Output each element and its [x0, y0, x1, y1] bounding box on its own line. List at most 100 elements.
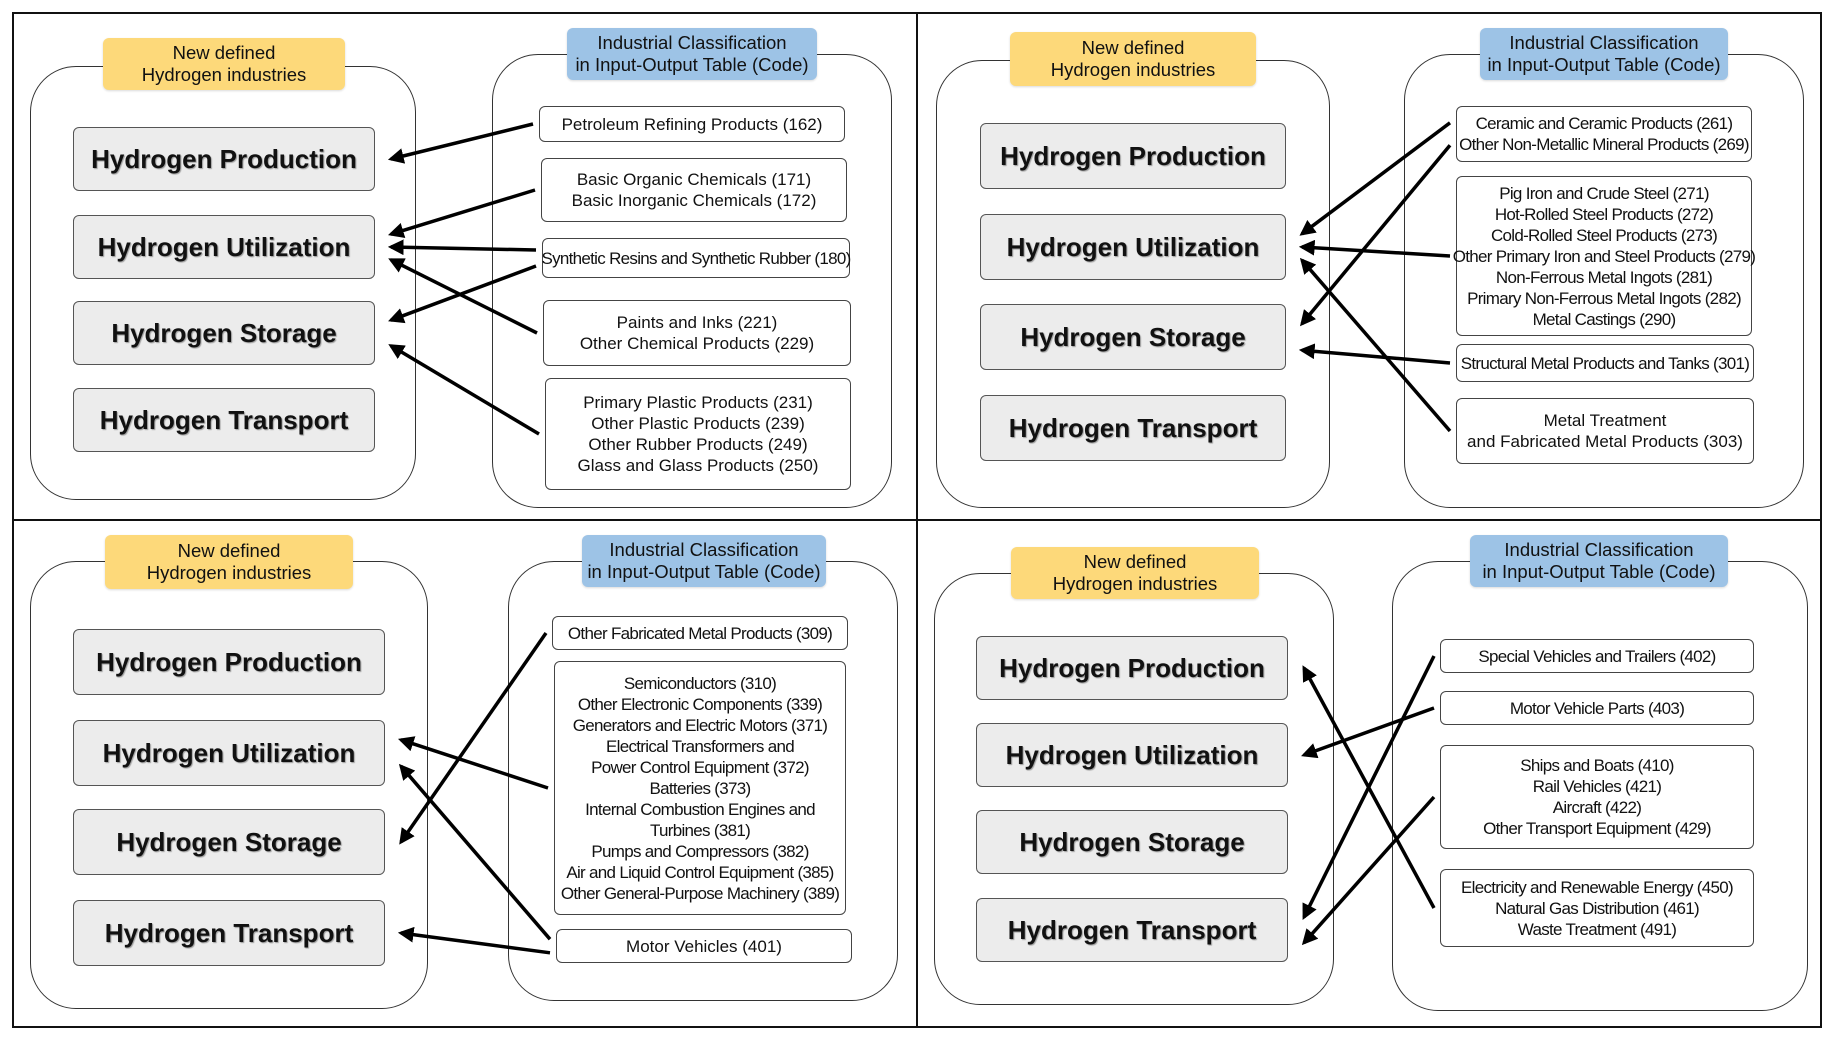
connector-arrow: [398, 736, 549, 790]
hydrogen-production: Hydrogen Production: [980, 123, 1286, 189]
industry-box: Electricity and Renewable Energy (450) N…: [1440, 869, 1754, 947]
title-line: New defined: [1083, 551, 1187, 572]
industry-group-title: Industrial Classification in Input-Outpu…: [1480, 28, 1728, 80]
hydrogen-storage: Hydrogen Storage: [980, 304, 1286, 370]
industry-line: Aircraft (422): [1552, 798, 1642, 817]
industry-line: Internal Combustion Engines and: [585, 799, 815, 819]
industry-box: Primary Plastic Products (231) Other Pla…: [545, 378, 851, 490]
industry-box: Semiconductors (310) Other Electronic Co…: [554, 661, 846, 915]
hydrogen-utilization: Hydrogen Utilization: [980, 214, 1286, 280]
industry-line: Pumps and Compressors (382): [591, 841, 809, 861]
industry-line: Other Fabricated Metal Products (309): [567, 623, 833, 643]
connector-arrow: [388, 264, 537, 324]
industry-line: Other Primary Iron and Steel Products (2…: [1452, 246, 1756, 266]
industry-line: Waste Treatment (491): [1517, 919, 1677, 939]
hydrogen-utilization: Hydrogen Utilization: [976, 723, 1288, 787]
connector-arrow: [387, 122, 534, 164]
industry-box: Paints and Inks (221) Other Chemical Pro…: [543, 300, 851, 366]
industry-line: Primary Non-Ferrous Metal Ingots (282): [1467, 288, 1742, 308]
connector-arrow: [1301, 795, 1436, 946]
industry-line: Generators and Electric Motors (371): [572, 715, 828, 735]
industry-line: Other General-Purpose Machinery (389): [560, 883, 840, 903]
connector-arrow: [387, 188, 536, 239]
industry-line: Basic Organic Chemicals (171): [576, 170, 812, 189]
industry-line: Power Control Equipment (372): [591, 757, 810, 777]
industry-line: Paints and Inks (221): [616, 313, 778, 332]
industry-line: Primary Plastic Products (231): [583, 393, 813, 412]
title-line: in Input-Output Table (Code): [587, 561, 821, 582]
industry-line: Other Plastic Products (239): [591, 414, 805, 433]
industry-line: Hot-Rolled Steel Products (272): [1494, 204, 1714, 224]
industry-line: Turbines (381): [649, 820, 751, 840]
connector-arrow: [387, 239, 537, 256]
connector-arrows: [387, 122, 540, 436]
industry-box: Motor Vehicles (401): [556, 929, 852, 963]
hydrogen-production: Hydrogen Production: [73, 127, 375, 191]
title-line: New defined: [172, 42, 276, 63]
industry-group-title: Industrial Classification in Input-Outpu…: [1470, 535, 1728, 587]
industry-line: Other Non-Metallic Mineral Products (269…: [1459, 135, 1749, 154]
connector-arrow: [397, 926, 551, 955]
connector-arrow: [1301, 706, 1435, 759]
industry-line: Motor Vehicle Parts (403): [1509, 698, 1685, 718]
title-line: New defined: [1081, 37, 1185, 58]
industry-line: Rail Vehicles (421): [1532, 777, 1662, 796]
industry-box: Special Vehicles and Trailers (402): [1440, 639, 1754, 673]
title-line: Hydrogen industries: [1052, 573, 1218, 594]
panel-3: New defined Hydrogen industries Industri…: [918, 521, 1821, 1027]
industry-line: Electricity and Renewable Energy (450): [1461, 877, 1734, 897]
connector-arrow: [1299, 121, 1452, 236]
title-line: in Input-Output Table (Code): [1487, 54, 1721, 75]
industry-box: Ceramic and Ceramic Products (261) Other…: [1456, 106, 1752, 162]
industry-line: Synthetic Resins and Synthetic Rubber (1…: [541, 248, 851, 268]
hydrogen-storage: Hydrogen Storage: [73, 809, 385, 875]
connector-arrows: [1301, 655, 1436, 946]
industry-line: Air and Liquid Control Equipment (385): [566, 862, 834, 882]
title-line: New defined: [177, 540, 281, 561]
industry-box: Motor Vehicle Parts (403): [1440, 691, 1754, 725]
industry-line: Batteries (373): [649, 778, 752, 798]
panel-0: New defined Hydrogen industries Industri…: [14, 14, 917, 520]
connector-arrow: [1298, 343, 1451, 365]
industry-group-title: Industrial Classification in Input-Outpu…: [582, 535, 826, 587]
industry-line: Structural Metal Products and Tanks (301…: [1460, 353, 1750, 373]
hydrogen-transport: Hydrogen Transport: [976, 898, 1288, 962]
industry-line: Natural Gas Distribution (461): [1495, 898, 1700, 918]
title-line: Industrial Classification: [597, 32, 787, 53]
industry-box: Petroleum Refining Products (162): [539, 106, 845, 142]
title-line: in Input-Output Table (Code): [1482, 561, 1716, 582]
hydrogen-transport: Hydrogen Transport: [73, 900, 385, 966]
title-line: Industrial Classification: [1509, 32, 1699, 53]
connector-arrow: [1299, 257, 1452, 433]
divider-horizontal: [12, 519, 1822, 521]
industry-box: Basic Organic Chemicals (171) Basic Inor…: [541, 158, 847, 222]
industry-line: Metal Treatment: [1543, 411, 1667, 430]
hydrogen-transport: Hydrogen Transport: [73, 388, 375, 452]
hydrogen-utilization: Hydrogen Utilization: [73, 215, 375, 279]
industry-line: Basic Inorganic Chemicals (172): [571, 191, 817, 210]
hydrogen-transport: Hydrogen Transport: [980, 395, 1286, 461]
hydrogen-production: Hydrogen Production: [73, 629, 385, 695]
connector-arrows: [397, 632, 552, 955]
industry-line: Special Vehicles and Trailers (402): [1478, 646, 1716, 666]
industry-box: Other Fabricated Metal Products (309): [552, 616, 848, 650]
connector-arrow: [1298, 239, 1451, 258]
industry-line: Glass and Glass Products (250): [577, 456, 819, 475]
title-line: Industrial Classification: [1504, 539, 1694, 560]
industry-line: and Fabricated Metal Products (303): [1467, 432, 1743, 451]
industry-line: Other Transport Equipment (429): [1483, 819, 1711, 838]
industry-box: Ships and Boats (410) Rail Vehicles (421…: [1440, 745, 1754, 849]
industry-line: Ships and Boats (410): [1520, 756, 1674, 775]
industry-line: Pig Iron and Crude Steel (271): [1499, 183, 1709, 203]
connector-arrow: [388, 258, 538, 335]
hydrogen-utilization: Hydrogen Utilization: [73, 720, 385, 786]
hydrogen-production: Hydrogen Production: [976, 636, 1288, 700]
hydrogen-group-title: New defined Hydrogen industries: [1010, 32, 1256, 86]
industry-line: Motor Vehicles (401): [626, 936, 782, 956]
title-line: Hydrogen industries: [146, 562, 312, 583]
connector-arrows: [1298, 121, 1452, 433]
industry-group-title: Industrial Classification in Input-Outpu…: [567, 28, 817, 80]
industry-box: Pig Iron and Crude Steel (271) Hot-Rolle…: [1453, 176, 1756, 336]
panel-1: New defined Hydrogen industries Industri…: [918, 14, 1821, 520]
industry-line: Non-Ferrous Metal Ingots (281): [1495, 267, 1713, 287]
